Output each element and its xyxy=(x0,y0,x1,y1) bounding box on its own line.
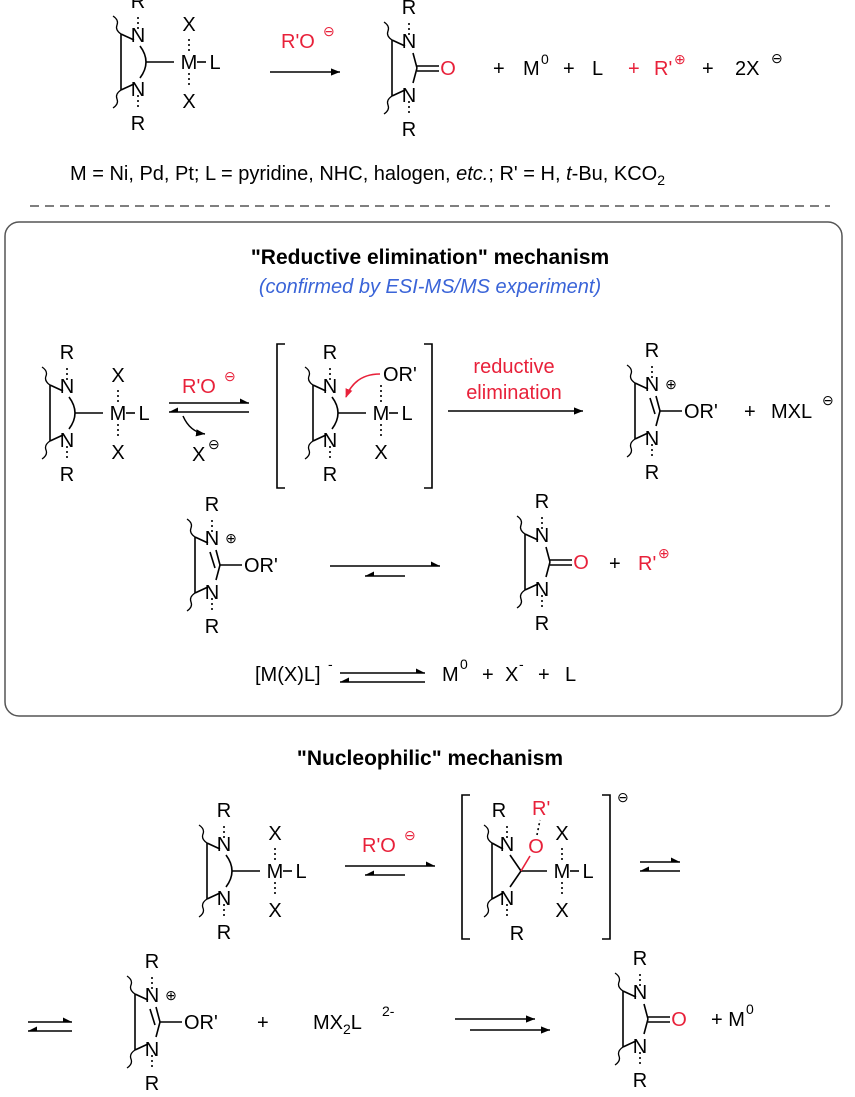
minus-charge: ⊖ xyxy=(404,827,416,843)
atom-n: N xyxy=(500,834,514,856)
atom-r: R xyxy=(323,342,337,364)
superscript-zero: 0 xyxy=(746,1001,754,1017)
reductive-subtitle: (confirmed by ESI-MS/MS experiment) xyxy=(259,276,601,298)
ligand-l: L xyxy=(565,664,576,686)
atom-r: R xyxy=(323,464,337,486)
atom-m: M xyxy=(554,861,571,883)
alkoxide-label: R'O xyxy=(182,376,216,398)
halide-x: X xyxy=(505,664,518,686)
atom-x: X xyxy=(374,442,387,464)
reductive-title: "Reductive elimination" mechanism xyxy=(251,246,609,269)
bracket-right xyxy=(424,343,433,489)
ligand-l: L xyxy=(592,58,603,80)
reductive-mechanism-box xyxy=(4,221,843,717)
atom-l: L xyxy=(401,403,412,425)
minus-charge: ⊖ xyxy=(208,436,220,452)
or-group-on-metal: OR' xyxy=(383,364,417,386)
superscript-minus: - xyxy=(328,656,333,672)
metal-m0: M xyxy=(442,664,459,686)
two-x-anion: 2X xyxy=(735,58,759,80)
nucleophilic-title: "Nucleophilic" mechanism xyxy=(297,747,563,770)
atom-l: L xyxy=(582,861,593,883)
superscript-minus: - xyxy=(519,656,524,672)
minus-charge: ⊖ xyxy=(617,789,629,805)
elimination-label: elimination xyxy=(466,382,562,404)
atom-x: X xyxy=(555,823,568,845)
mxl-anion: MXL xyxy=(771,401,812,423)
r-prime-cation: R' xyxy=(638,553,656,575)
atom-r: R xyxy=(510,923,524,945)
curved-electron-arrow xyxy=(345,373,381,398)
atom-n: N xyxy=(500,888,514,910)
metal-m0: M xyxy=(523,58,540,80)
plus-sign: + xyxy=(493,58,505,80)
plus-sign: + xyxy=(702,58,714,80)
plus-sign: + xyxy=(257,1012,269,1034)
superscript-2minus: 2- xyxy=(382,1003,395,1019)
metal-complex-anion: [M(X)L] xyxy=(255,664,321,686)
minus-charge: ⊖ xyxy=(323,23,335,39)
alkoxide-label: R'O xyxy=(281,31,315,53)
superscript-zero: 0 xyxy=(541,51,549,67)
atom-m: M xyxy=(373,403,390,425)
atom-n: N xyxy=(323,376,337,398)
r-prime: R' xyxy=(532,798,550,820)
atom-o: O xyxy=(528,836,544,858)
minus-charge: ⊖ xyxy=(224,368,236,384)
bracket-left xyxy=(276,343,285,489)
tetrahedral-intermediate: N N R R O R' M L X X xyxy=(483,798,594,945)
atom-r: R xyxy=(492,800,506,822)
minus-charge: ⊖ xyxy=(822,392,834,408)
plus-sign: + xyxy=(538,664,550,686)
mx2l-anion: MX2L xyxy=(313,1012,362,1037)
atom-x: X xyxy=(555,900,568,922)
plus-sign: + xyxy=(482,664,494,686)
conditions-text: M = Ni, Pd, Pt; L = pyridine, NHC, halog… xyxy=(70,163,665,188)
reductive-label: reductive xyxy=(473,356,554,378)
r-prime-cation: R' xyxy=(654,58,672,80)
plus-sign: + xyxy=(744,401,756,423)
plus-sign: + xyxy=(609,553,621,575)
alkoxide-label: R'O xyxy=(362,835,396,857)
plus-charge: ⊕ xyxy=(658,545,670,561)
pentacoordinate-intermediate: N N R R M L OR' X xyxy=(304,342,417,486)
bracket-right xyxy=(602,794,611,940)
atom-n: N xyxy=(323,430,337,452)
plus-charge: ⊕ xyxy=(674,51,686,67)
leaving-x: X xyxy=(192,444,205,466)
plus-sign: + xyxy=(563,58,575,80)
plus-sign: + xyxy=(628,58,640,80)
bracket-left xyxy=(461,794,470,940)
metal-m0: + M xyxy=(711,1009,745,1031)
superscript-zero: 0 xyxy=(460,656,468,672)
minus-charge: ⊖ xyxy=(771,50,783,66)
top-equation: R'O ⊖ + M 0 + L + R' ⊕ + 2X ⊖ xyxy=(112,0,783,142)
